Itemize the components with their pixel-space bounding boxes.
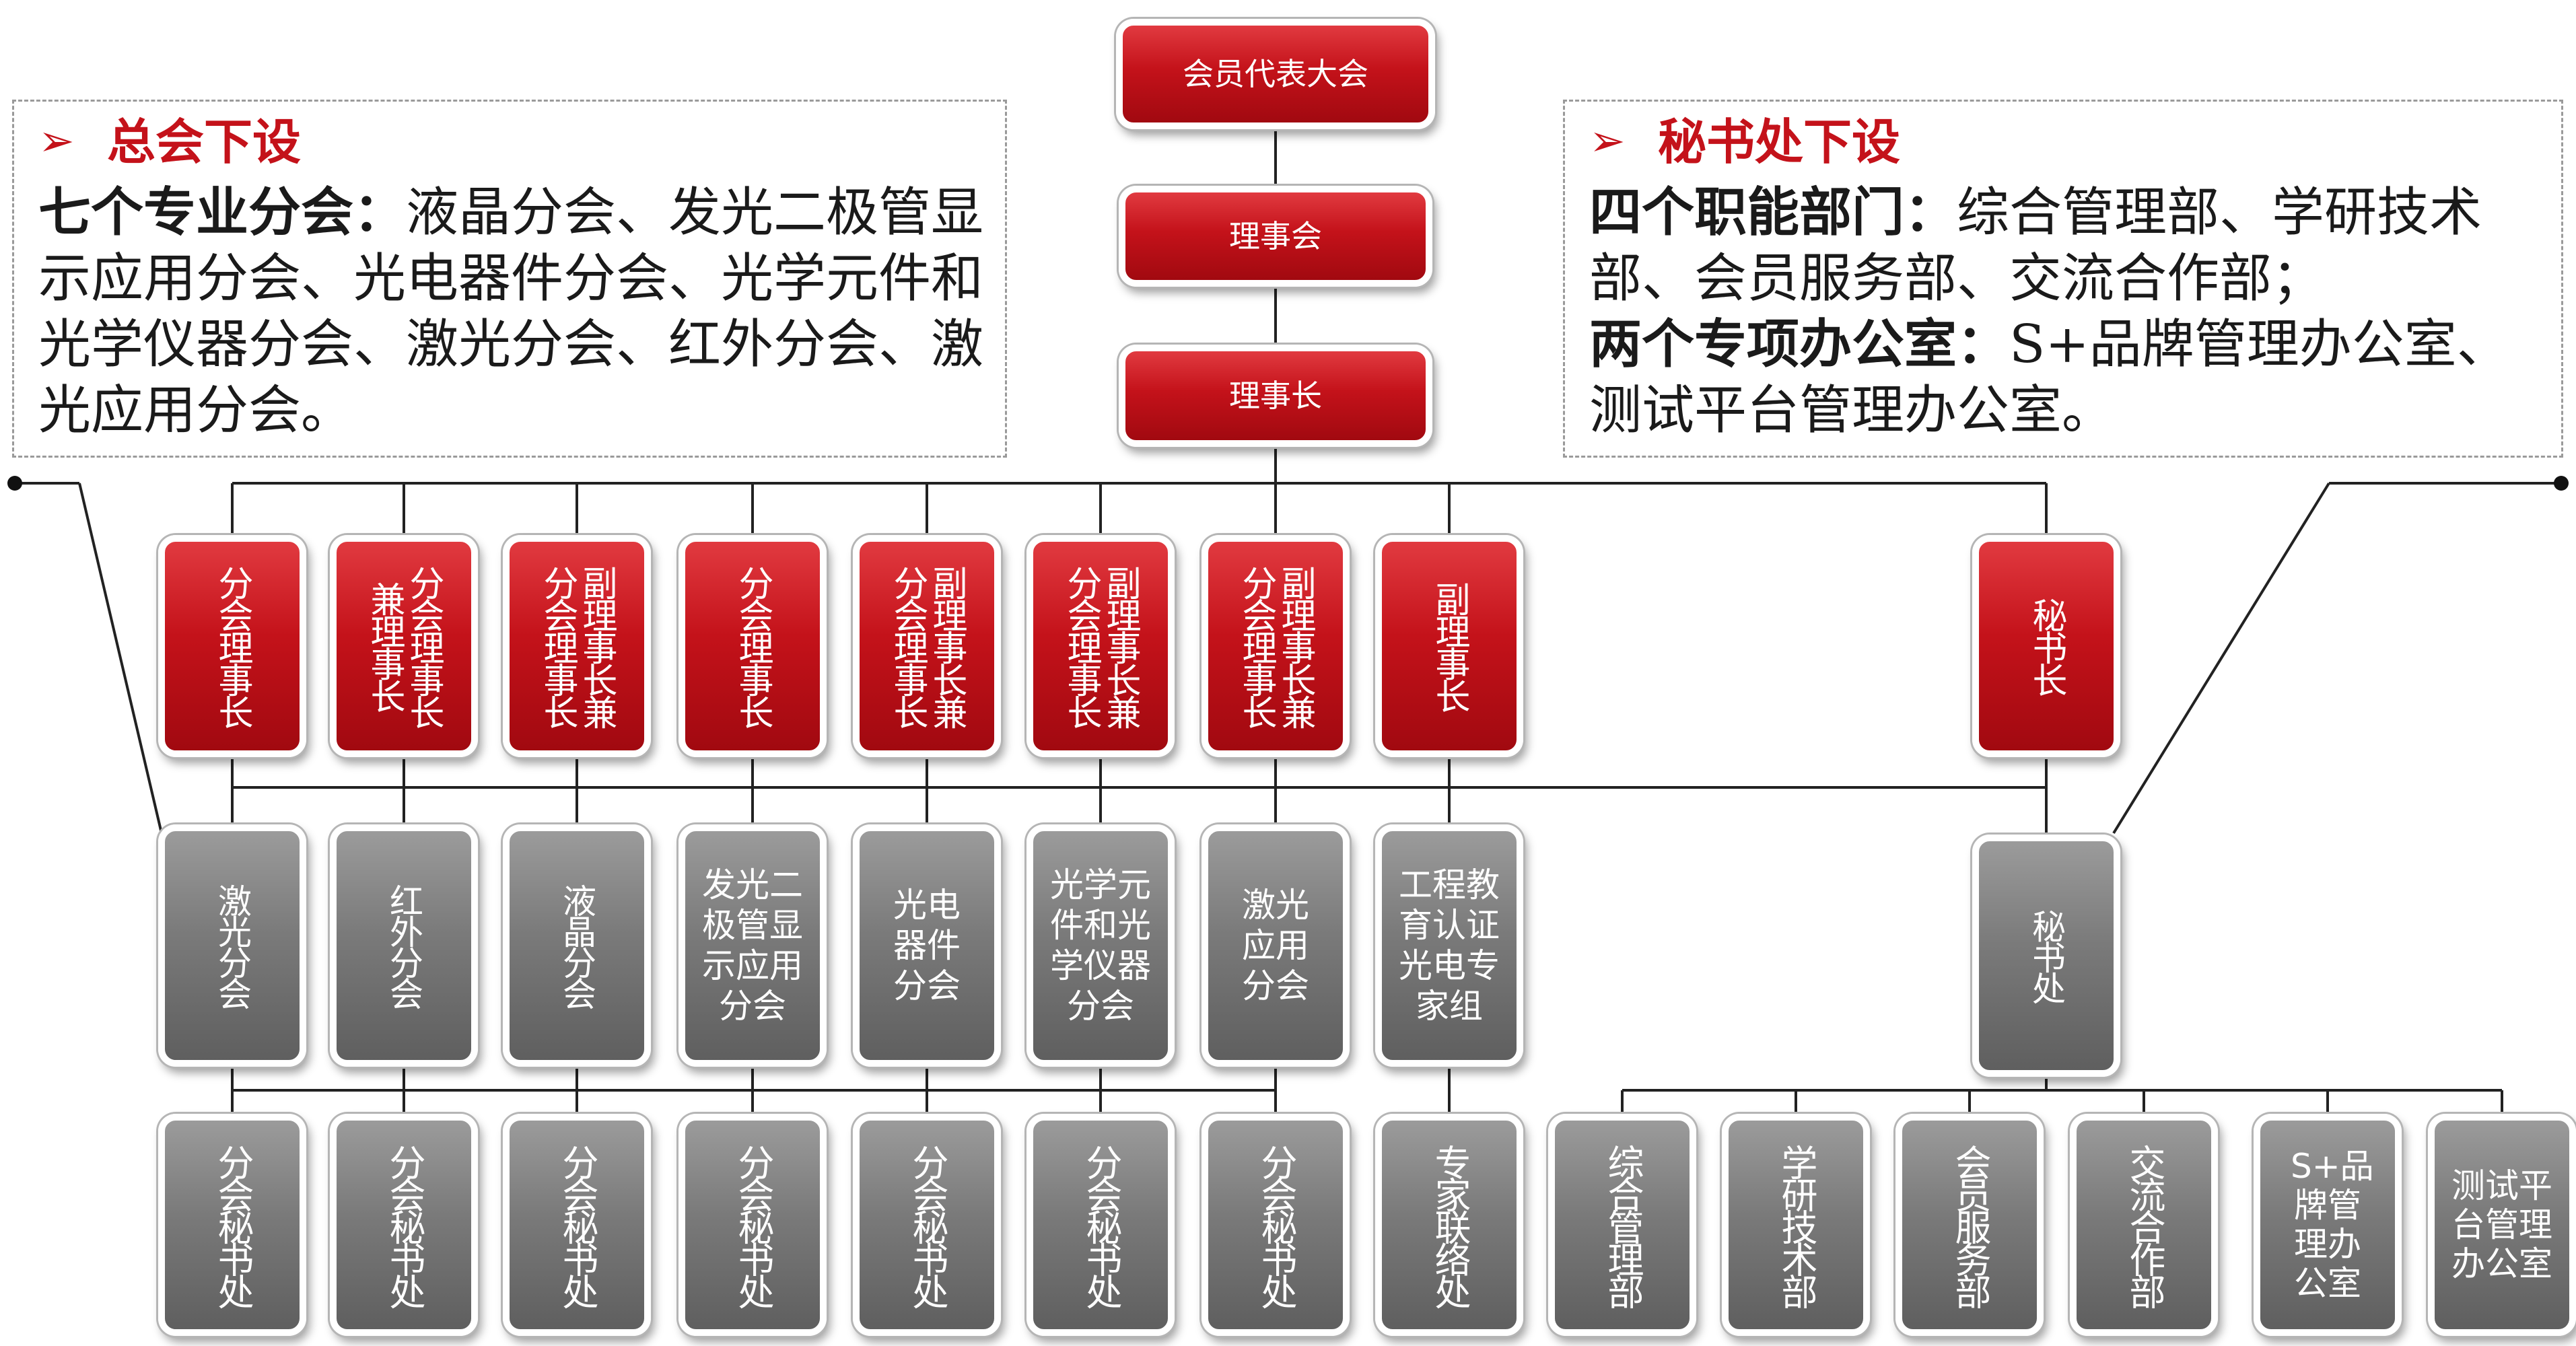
row4-label: 分会秘书处	[1080, 1144, 1122, 1306]
row4-label: 专家联络处	[1428, 1144, 1471, 1306]
row3-label: 秘书处	[2027, 909, 2066, 1002]
row3-box: 激光应用分会	[1202, 824, 1350, 1067]
row2-box: 分会理事长	[158, 535, 306, 757]
row2-box: 副理事长兼分会理事长	[503, 535, 651, 757]
assembly-label: 会员代表大会	[1183, 56, 1368, 92]
row2-label: 分会理事长	[212, 565, 252, 727]
row3-label: 红外分会	[384, 884, 423, 1007]
chairman-label: 理事长	[1229, 378, 1322, 414]
row3-box: 光学元件和光学仪器分会	[1026, 824, 1175, 1067]
arrow-right-icon: ➢	[38, 116, 75, 166]
row2-box: 秘书长	[1972, 535, 2120, 757]
row4-label: 会员服务部	[1949, 1144, 1991, 1306]
row4-label: 测试平台管理办公室	[2451, 1166, 2552, 1283]
right-note-body: 四个职能部门：综合管理部、学研技术部、会员服务部、交流合作部； 两个专项办公室：…	[1589, 180, 2558, 444]
row3-label: 发光二极管显示应用分会	[702, 865, 803, 1026]
left-note-box: ➢ 总会下设 七个专业分会：液晶分会、发光二极管显示应用分会、光电器件分会、光学…	[12, 100, 1007, 458]
row4-box: 分会秘书处	[1026, 1114, 1175, 1336]
row4-label: 分会秘书处	[906, 1144, 948, 1306]
row2-label: 分会理事长	[732, 565, 773, 727]
row2-box: 分会理事长	[678, 535, 827, 757]
council-label: 理事会	[1229, 218, 1322, 254]
right-note-box: ➢ 秘书处下设 四个职能部门：综合管理部、学研技术部、会员服务部、交流合作部； …	[1563, 100, 2563, 458]
row2-label: 副理事长兼分会理事长	[1061, 565, 1140, 727]
right-note-heading: 秘书处下设	[1658, 113, 1901, 170]
row3-box: 工程教育认证光电专家组	[1375, 824, 1523, 1067]
row4-box: 分会秘书处	[678, 1114, 827, 1336]
row4-label: 分会秘书处	[556, 1144, 598, 1306]
arrow-right-icon: ➢	[1589, 116, 1626, 166]
row4-label: 学研技术部	[1775, 1144, 1817, 1306]
row2-box: 分会理事长兼理事长	[330, 535, 478, 757]
left-note-heading: 总会下设	[107, 113, 302, 170]
row4-label: 综合管理部	[1601, 1144, 1644, 1306]
row3-box: 红外分会	[330, 824, 478, 1067]
row3-box: 激光分会	[158, 824, 306, 1067]
row4-box: 学研技术部	[1722, 1114, 1870, 1336]
row2-label: 秘书长	[2026, 598, 2066, 695]
row3-box: 秘书处	[1972, 835, 2120, 1077]
row2-label: 副理事长兼分会理事长	[887, 565, 967, 727]
row3-label: 液晶分会	[557, 884, 596, 1007]
row4-box: 测试平台管理办公室	[2428, 1114, 2576, 1336]
row4-label: 分会秘书处	[211, 1144, 254, 1306]
left-note-lead: 七个专业分会：	[38, 182, 407, 243]
row3-label: 激光分会	[213, 884, 252, 1007]
row4-box: 分会秘书处	[158, 1114, 306, 1336]
right-note-lead-2: 两个专项办公室：	[1589, 314, 2010, 375]
row3-box: 发光二极管显示应用分会	[678, 824, 827, 1067]
row4-box: 分会秘书处	[503, 1114, 651, 1336]
assembly-box: 会员代表大会	[1116, 19, 1435, 129]
right-note-lead-1: 四个职能部门：	[1589, 182, 1957, 243]
row2-box: 副理事长兼分会理事长	[1026, 535, 1175, 757]
row4-box: 交流合作部	[2070, 1114, 2218, 1336]
row4-box: 分会秘书处	[1202, 1114, 1350, 1336]
row3-label: 光电器件分会	[893, 886, 961, 1005]
right-note-text-1: 综合管理部、学研技术部、会员服务部、交流合作部；	[1589, 182, 2482, 309]
row4-box: 专家联络处	[1375, 1114, 1523, 1336]
row2-box: 副理事长兼分会理事长	[853, 535, 1001, 757]
row2-label: 副理事长兼分会理事长	[1236, 565, 1315, 727]
row2-label: 副理事长	[1429, 581, 1469, 711]
row4-label: 分会秘书处	[383, 1144, 425, 1306]
row4-box: 综合管理部	[1548, 1114, 1696, 1336]
chairman-box: 理事长	[1119, 345, 1432, 447]
row3-box: 液晶分会	[503, 824, 651, 1067]
row3-label: 光学元件和光学仪器分会	[1050, 865, 1151, 1026]
row4-box: 会员服务部	[1895, 1114, 2044, 1336]
row2-label: 副理事长兼分会理事长	[537, 565, 617, 727]
row2-label: 分会理事长兼理事长	[364, 565, 444, 727]
council-box: 理事会	[1119, 186, 1432, 287]
row4-box: S+品牌管理办公室	[2254, 1114, 2402, 1336]
row4-label: 分会秘书处	[732, 1144, 774, 1306]
row4-box: 分会秘书处	[330, 1114, 478, 1336]
row4-box: 分会秘书处	[853, 1114, 1001, 1336]
right-note-text-2: S+品牌管理办公室、测试平台管理办公室。	[1589, 314, 2509, 441]
row2-box: 副理事长兼分会理事长	[1202, 535, 1350, 757]
row3-box: 光电器件分会	[853, 824, 1001, 1067]
row3-label: 工程教育认证光电专家组	[1399, 865, 1500, 1026]
row2-box: 副理事长	[1375, 535, 1523, 757]
row4-label: 交流合作部	[2123, 1144, 2165, 1306]
left-note-body: 七个专业分会：液晶分会、发光二极管显示应用分会、光电器件分会、光学元件和光学仪器…	[38, 180, 994, 444]
row4-label: S+品牌管理办公室	[2291, 1147, 2374, 1303]
row3-label: 激光应用分会	[1242, 886, 1309, 1005]
row4-label: 分会秘书处	[1255, 1144, 1297, 1306]
left-note-text: 液晶分会、发光二极管显示应用分会、光电器件分会、光学元件和光学仪器分会、激光分会…	[38, 182, 984, 441]
